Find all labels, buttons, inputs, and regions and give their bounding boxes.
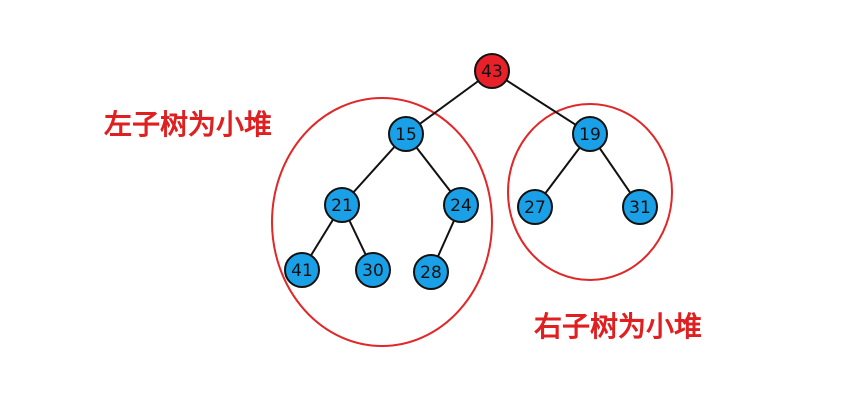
tree-node-30: 30 xyxy=(355,252,391,288)
node-value: 30 xyxy=(362,261,384,281)
tree-node-31: 31 xyxy=(622,189,658,225)
left-subtree-highlight xyxy=(271,97,493,347)
node-circle xyxy=(572,116,608,152)
tree-node-19: 19 xyxy=(572,116,608,152)
node-circle xyxy=(474,53,510,89)
node-value: 28 xyxy=(420,263,442,283)
node-circle xyxy=(443,187,479,223)
tree-node-41: 41 xyxy=(284,252,320,288)
node-circle xyxy=(388,116,424,152)
node-value: 19 xyxy=(579,125,601,145)
node-circle xyxy=(284,252,320,288)
node-circle xyxy=(324,187,360,223)
node-value: 43 xyxy=(481,62,503,82)
tree-node-43: 43 xyxy=(474,53,510,89)
node-value: 27 xyxy=(524,198,546,218)
node-circle xyxy=(517,189,553,225)
node-circle xyxy=(413,254,449,290)
tree-node-24: 24 xyxy=(443,187,479,223)
tree-node-21: 21 xyxy=(324,187,360,223)
edge-n43-n19 xyxy=(491,70,591,135)
tree-node-28: 28 xyxy=(413,254,449,290)
node-circle xyxy=(355,252,391,288)
tree-node-27: 27 xyxy=(517,189,553,225)
left-subtree-label: 左子树为小堆 xyxy=(104,108,272,141)
right-subtree-highlight xyxy=(507,103,673,281)
right-subtree-label: 右子树为小堆 xyxy=(534,310,702,343)
node-value: 21 xyxy=(331,196,353,216)
node-value: 15 xyxy=(395,125,417,145)
node-value: 41 xyxy=(291,261,313,281)
tree-nodes: 43 15 19 21 24 27 31 41 30 28 xyxy=(284,53,658,290)
node-value: 31 xyxy=(629,198,651,218)
tree-edges xyxy=(301,70,641,273)
node-circle xyxy=(622,189,658,225)
tree-node-15: 15 xyxy=(388,116,424,152)
node-value: 24 xyxy=(450,196,472,216)
